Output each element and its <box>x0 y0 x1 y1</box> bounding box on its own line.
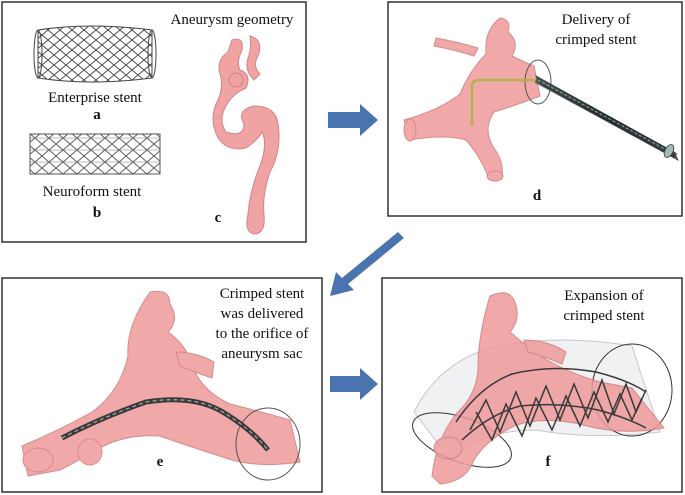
crimped-caption-line-1: Crimped stent <box>220 286 305 302</box>
crimped-stent-e <box>60 397 270 452</box>
delivery-caption-line-1: Delivery of <box>562 12 631 28</box>
vessel-outlet-ring-e <box>235 407 301 481</box>
arrow-to-e <box>330 232 404 296</box>
panel-d-frame <box>387 1 683 217</box>
arrow-to-f <box>330 368 378 400</box>
caption-e: Crimped stent was delivered to the orifi… <box>216 286 309 362</box>
panel-label-a: a <box>93 107 101 123</box>
panel-label-f: f <box>546 454 552 470</box>
aneurysm-geometry-illustration <box>212 35 280 235</box>
delivery-caption-line-2: crimped stent <box>555 32 637 48</box>
vessel-model-e <box>21 290 301 477</box>
expansion-caption-line-1: Expansion of <box>564 288 644 304</box>
panel-label-c: c <box>215 210 222 226</box>
crimped-caption-line-4: aneurysm sac <box>221 346 303 362</box>
vessel-outlet-ring-d <box>524 59 552 105</box>
catheter-d <box>534 75 679 161</box>
panel-label-b: b <box>93 205 101 221</box>
panel-label-e: e <box>157 454 164 470</box>
neuroform-stent-illustration <box>29 133 161 175</box>
arrow-to-d <box>328 104 378 136</box>
neuroform-stent-caption: Neuroform stent <box>43 184 143 200</box>
crimped-caption-line-3: to the orifice of <box>216 326 309 342</box>
guide-wire-d <box>470 78 540 126</box>
aneurysm-geometry-caption: Aneurysm geometry <box>171 12 294 28</box>
panel-label-d: d <box>533 188 542 204</box>
expansion-caption-line-2: crimped stent <box>563 308 645 324</box>
expanded-stent-f <box>455 367 647 442</box>
enterprise-stent-illustration <box>33 25 157 83</box>
enterprise-stent-caption: Enterprise stent <box>48 90 143 106</box>
crimped-caption-line-2: was delivered <box>221 306 304 322</box>
